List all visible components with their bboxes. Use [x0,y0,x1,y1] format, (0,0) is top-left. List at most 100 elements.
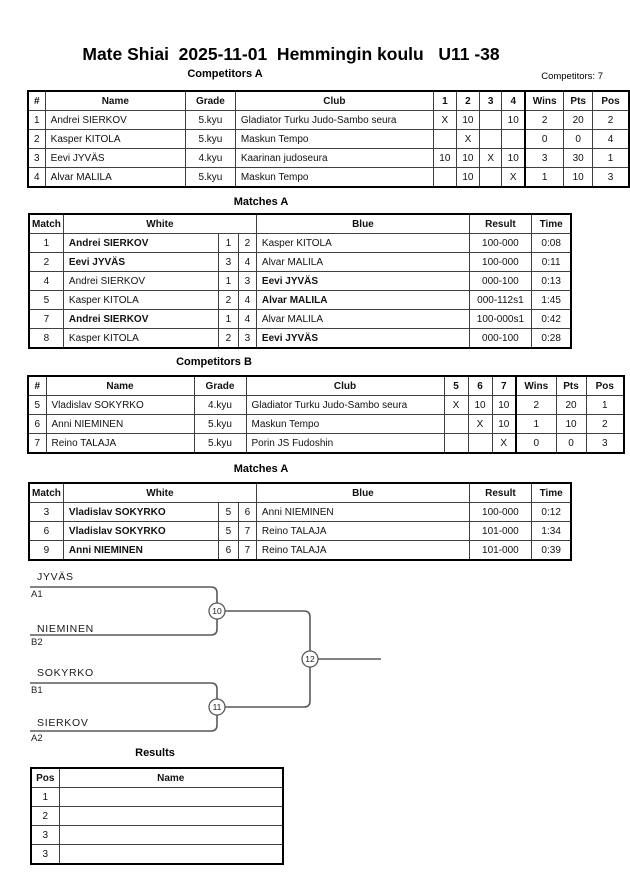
bracket-slot-name-sierkov: SIERKOV [37,717,89,729]
col-header-pos: Pos [585,375,625,396]
score-cell-1: X [432,110,457,130]
score-cell-1: 10 [432,148,457,168]
competitors-b-title: Competitors B [176,356,252,368]
name-cell [58,844,284,865]
white-name-cell: Andrei SIERKOV [62,309,219,329]
score-cell-3 [478,129,503,149]
grade-cell: 5.kyu [193,414,247,434]
match-number-cell: 8 [28,328,64,349]
number-cell: 4 [27,167,46,188]
match-circle-10 [208,602,226,620]
white-name-cell: Eevi JYVÄS [62,252,219,272]
header-row: # Name Grade Club 5 6 7 Wins Pts Pos [27,375,625,396]
pos-cell: 3 [585,433,625,454]
score-cell-3: X [478,148,503,168]
white-name-cell: Kasper KITOLA [62,328,219,349]
competitor-row: 5 Vladislav SOKYRKO 4.kyu Gladiator Turk… [27,395,625,415]
name-cell: Eevi JYVÄS [44,148,187,168]
number-cell: 2 [27,129,46,149]
blue-name-cell: Alvar MALILA [255,309,470,329]
pos-cell: 4 [592,129,630,149]
col-header-result: Result [468,482,532,503]
competitor-row: 2 Kasper KITOLA 5.kyu Maskun Tempo X 0 0… [27,129,630,149]
score-cell-2: X [455,129,480,149]
blue-name-cell: Reino TALAJA [255,540,470,561]
col-header-blue: Blue [255,213,470,234]
col-header-pos: Pos [30,767,60,788]
pts-cell: 30 [563,148,594,168]
col-header-pts: Pts [563,90,594,111]
result-cell: 100-000 [468,502,532,522]
matches-b-table: Match White Blue Result Time 3 Vladislav… [28,482,573,561]
col-header-number: # [27,375,47,396]
competitor-row: 6 Anni NIEMINEN 5.kyu Maskun Tempo X 10 … [27,414,625,434]
pos-cell: 2 [585,414,625,434]
name-cell [58,787,284,807]
bracket-semifinal-connector [225,610,311,708]
time-cell: 0:11 [530,252,572,272]
col-header-1: 1 [432,90,457,111]
col-header-result: Result [468,213,532,234]
col-header-name: Name [44,90,187,111]
bracket-slot-seed-a1: A1 [31,589,43,600]
white-number-cell: 2 [217,328,239,349]
pts-cell: 20 [563,110,594,130]
col-header-white: White [62,213,257,234]
time-cell: 0:42 [530,309,572,329]
score-cell-4 [501,129,526,149]
bracket-slot-name-sokyrko: SOKYRKO [37,667,94,679]
score-cell-6: 10 [467,395,493,415]
blue-number-cell: 4 [237,290,257,310]
col-header-pos: Pos [592,90,630,111]
number-cell: 1 [27,110,46,130]
results-table: Pos Name 1 2 3 3 [30,767,284,865]
name-cell: Alvar MALILA [44,167,187,188]
white-number-cell: 6 [217,540,239,561]
grade-cell: 5.kyu [185,110,236,130]
col-header-time: Time [530,482,572,503]
white-number-cell: 1 [217,309,239,329]
name-cell: Reino TALAJA [45,433,195,454]
bracket-diagram: 10 11 12 [30,586,381,732]
pos-cell: 2 [592,110,630,130]
col-header-match: Match [28,213,64,234]
result-cell: 100-000 [468,233,532,253]
time-cell: 0:08 [530,233,572,253]
blue-number-cell: 4 [237,309,257,329]
club-cell: Gladiator Turku Judo-Sambo seura [245,395,445,415]
wins-cell: 2 [524,110,565,130]
competitor-row: 4 Alvar MALILA 5.kyu Maskun Tempo 10 X 1… [27,167,630,188]
col-header-wins: Wins [515,375,557,396]
club-text: Gladiator Turku Judo-Sambo seura [240,114,397,126]
col-header-5: 5 [443,375,469,396]
score-cell-7: 10 [491,395,517,415]
result-row: 3 [30,844,284,865]
match-row: 5 Kasper KITOLA 2 4 Alvar MALILA 000-112… [28,290,572,310]
wins-cell: 3 [524,148,565,168]
bracket-slot-seed-a2: A2 [31,733,43,744]
col-header-6: 6 [467,375,493,396]
col-header-number: # [27,90,46,111]
result-cell: 101-000 [468,540,532,561]
col-header-club: Club [234,90,434,111]
col-header-blue: Blue [255,482,470,503]
blue-number-cell: 6 [237,502,257,522]
pos-cell: 2 [30,806,60,826]
match-row: 7 Andrei SIERKOV 1 4 Alvar MALILA 100-00… [28,309,572,329]
match-row: 9 Anni NIEMINEN 6 7 Reino TALAJA 101-000… [28,540,572,561]
score-cell-6 [467,433,493,454]
score-cell-5 [443,433,469,454]
result-cell: 101-000 [468,521,532,541]
pts-cell: 10 [555,414,587,434]
blue-number-cell: 2 [237,233,257,253]
club-cell: Maskun Tempo [245,414,445,434]
result-row: 1 [30,787,284,807]
white-name-cell: Anni NIEMINEN [62,540,219,561]
match-number-11: 11 [213,702,222,712]
result-cell: 000-100 [468,328,532,349]
wins-cell: 0 [524,129,565,149]
white-number-cell: 3 [217,252,239,272]
score-cell-4: X [501,167,526,188]
pos-cell: 3 [30,825,60,845]
